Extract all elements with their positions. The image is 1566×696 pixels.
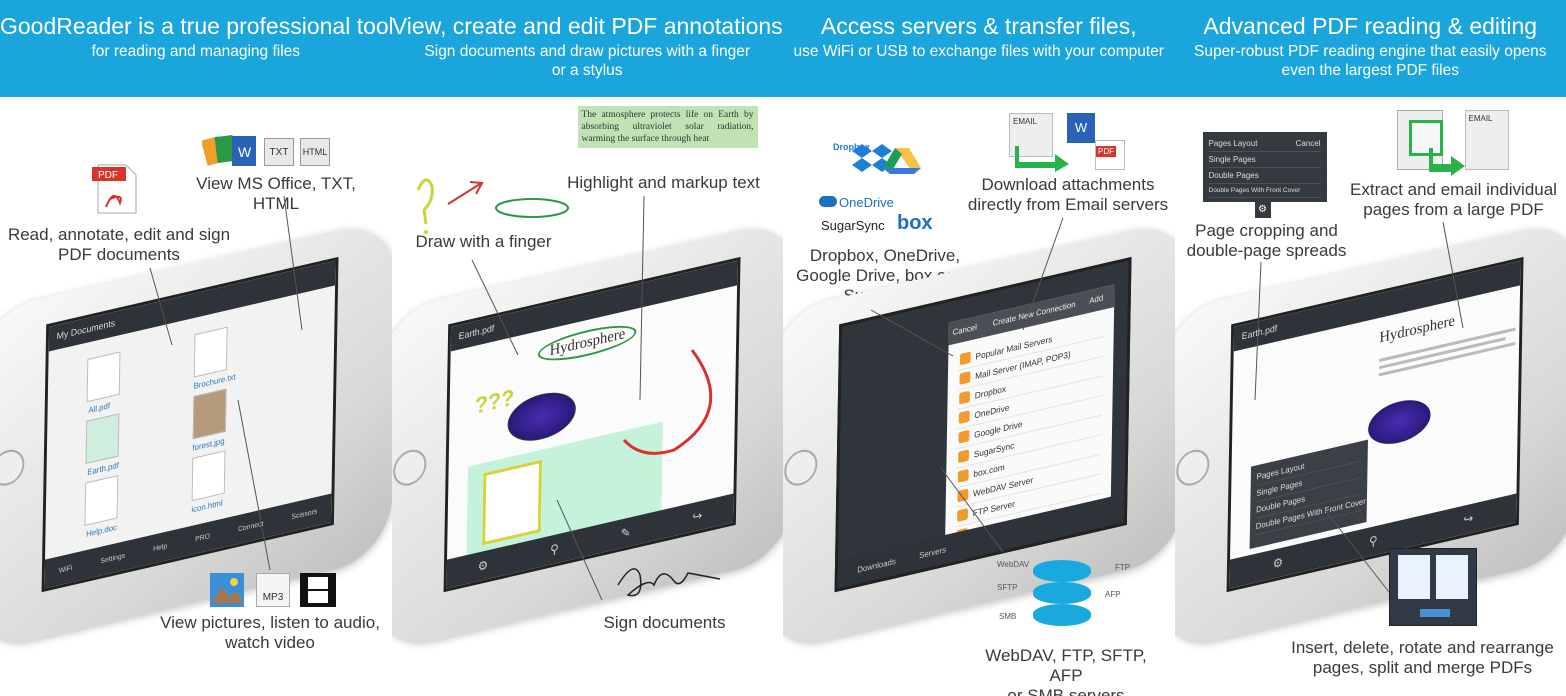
menu-item-double-cover[interactable]: Double Pages With Front Cover [1208, 184, 1321, 198]
page-thumb-bar [1419, 609, 1450, 617]
db-label-ftp: FTP [1115, 563, 1131, 572]
menu-item-double[interactable]: Double Pages [1208, 168, 1321, 184]
page-thumb [1435, 555, 1468, 599]
film-strip-icon [308, 577, 328, 603]
caption-read: Read, annotate, edit and sign PDF docume… [7, 225, 231, 264]
pdf-icon-label: PDF [98, 170, 118, 181]
highlighted-text-sample: The atmosphere protects life on Earth by… [577, 106, 758, 148]
html-icon: HTML [300, 138, 330, 166]
banner: View, create and edit PDF annotations Si… [391, 0, 783, 97]
green-arrow-icon [1428, 148, 1465, 176]
banner: Access servers & transfer files, use WiF… [783, 0, 1175, 97]
leader-lines [471, 195, 712, 601]
menu-item-single[interactable]: Single Pages [1208, 152, 1321, 168]
leader-lines [1254, 221, 1463, 593]
red-arrow-drawing [622, 349, 712, 455]
office-icons: W [202, 134, 262, 170]
pdf-label: PDF [1096, 146, 1116, 157]
panel-title: Advanced PDF reading & editing [1203, 13, 1538, 39]
dropbox-logo: Dropbox [833, 142, 892, 172]
box-logo: box [897, 212, 933, 234]
db-label-smb: SMB [999, 612, 1017, 621]
mp3-icon-label: MP3 [262, 591, 284, 603]
caption-draw: Draw with a finger [415, 232, 552, 251]
gear-icon[interactable]: ⚙ [1254, 202, 1271, 218]
email-label: EMAIL [1468, 114, 1493, 123]
mp3-icon: MP3 [256, 573, 290, 607]
menu-cancel-button[interactable]: Cancel [1295, 139, 1321, 148]
caption-protocols: WebDAV, FTP, SFTP, AFP or SMB servers [985, 646, 1147, 696]
mountain-icon [212, 578, 243, 603]
banner: Advanced PDF reading & editing Super-rob… [1174, 0, 1566, 97]
caption-highlight: Highlight and markup text [567, 173, 760, 192]
email-document-icon: EMAIL [1464, 110, 1509, 170]
leader-lines [870, 217, 1064, 553]
ms-office-icon: W [202, 135, 256, 166]
banner: GoodReader is a true professional tool f… [0, 0, 392, 97]
svg-text:W: W [238, 144, 252, 160]
pages-layout-menu: Pages Layout Cancel Single Pages Double … [1202, 132, 1327, 202]
txt-icon: TXT [264, 138, 294, 166]
txt-icon-label: TXT [269, 146, 289, 158]
db-label-sftp: SFTP [997, 583, 1018, 592]
page-thumb [1397, 555, 1430, 599]
highlighted-page-icon [1408, 120, 1443, 156]
panel-subtitle: Super-robust PDF reading engine that eas… [1194, 43, 1547, 79]
sugarsync-logo: SugarSync [821, 218, 885, 233]
panel-goodreader: GoodReader is a true professional tool f… [0, 0, 392, 696]
pdf-icon: PDF [92, 164, 137, 214]
dropbox-label: Dropbox [833, 142, 870, 152]
menu-title: Pages Layout [1208, 139, 1258, 148]
caption-office: View MS Office, TXT, HTML [196, 174, 356, 213]
pdf-doc-icon: PDF [1095, 140, 1125, 170]
html-icon-label: HTML [302, 147, 328, 157]
panel-annotations: View, create and edit PDF annotations Si… [391, 0, 783, 696]
google-drive-icon [883, 148, 921, 174]
db-cylinder-bottom [1033, 604, 1091, 626]
db-label-webdav: WebDAV [997, 560, 1030, 569]
signature-image [616, 568, 720, 597]
leader-lines [149, 195, 303, 571]
onedrive-logo: OneDrive [839, 195, 894, 210]
page-editor-thumbnail [1388, 548, 1477, 626]
caption-download: Download attachments directly from Email… [967, 175, 1169, 214]
green-arrow-icon [1015, 146, 1069, 172]
onedrive-cloud-icon [819, 196, 837, 207]
panel-advanced: Advanced PDF reading & editing Super-rob… [1174, 0, 1566, 696]
db-cylinder-top [1033, 560, 1091, 582]
pdf-file-icon: PDF [90, 163, 140, 215]
panel-servers: Access servers & transfer files, use WiF… [783, 0, 1175, 696]
panel-title: View, create and edit PDF annotations [391, 13, 783, 39]
email-label: EMAIL [1013, 117, 1038, 126]
picture-icon [210, 573, 244, 607]
video-film-icon [300, 573, 336, 607]
menu-header: Pages Layout Cancel [1208, 136, 1321, 152]
caption-media: View pictures, listen to audio, watch vi… [160, 613, 380, 652]
caption-insert: Insert, delete, rotate and rearrange pag… [1291, 638, 1554, 677]
db-cylinder-mid [1033, 582, 1091, 604]
drawing-sample [416, 178, 569, 234]
caption-extract: Extract and email individual pages from … [1350, 180, 1557, 219]
word-doc-icon: W [1067, 113, 1095, 143]
panel-subtitle: Sign documents and draw pictures with a … [424, 43, 751, 79]
panel-title: Access servers & transfer files, [820, 13, 1137, 39]
panel-title: GoodReader is a true professional tool [0, 13, 392, 39]
caption-crop: Page cropping and double-page spreads [1186, 221, 1347, 260]
panel-subtitle: use WiFi or USB to exchange files with y… [793, 43, 1164, 60]
panel-subtitle: for reading and managing files [91, 43, 301, 60]
database-icon [1033, 560, 1093, 630]
db-label-afp: AFP [1105, 590, 1121, 599]
dropbox-icon [851, 144, 892, 172]
caption-sign: Sign documents [603, 613, 726, 632]
